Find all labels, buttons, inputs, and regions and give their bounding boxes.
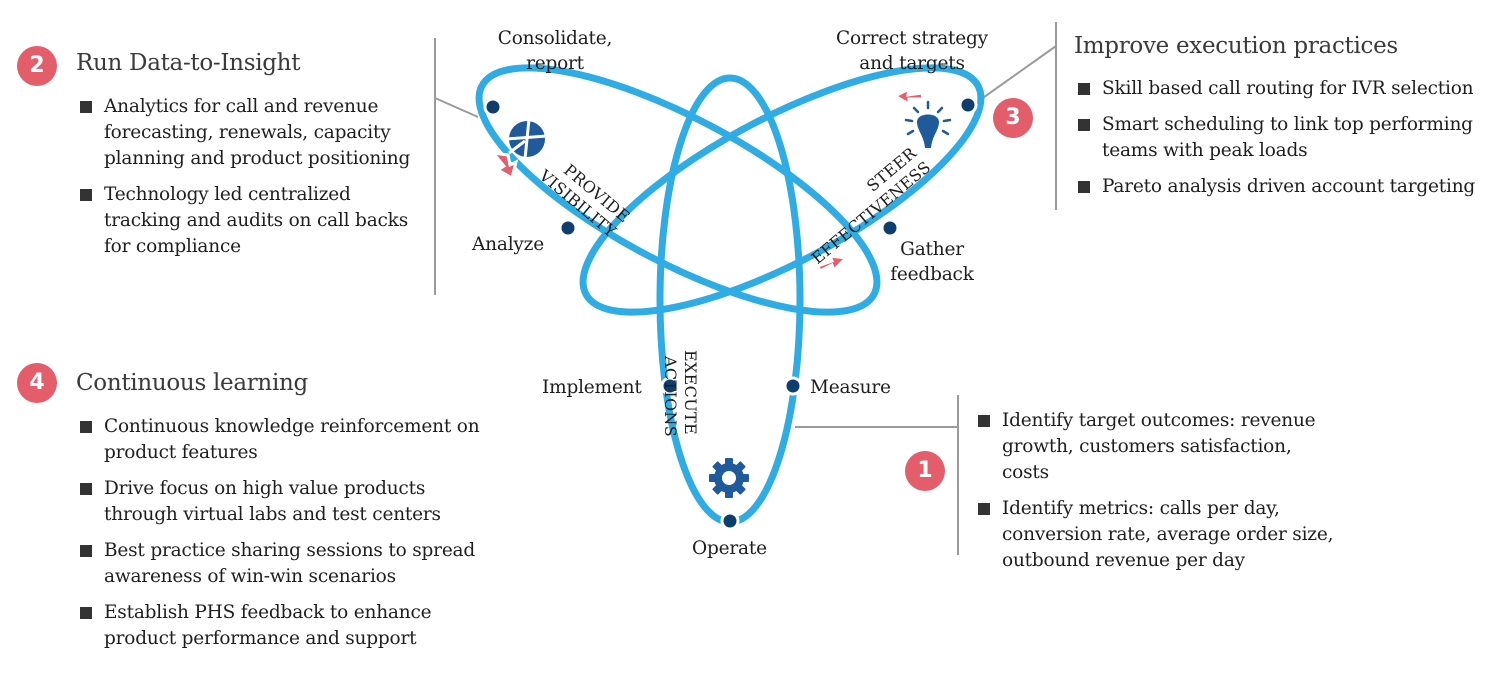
step-badge-2: 2: [17, 46, 57, 86]
bullet-square-icon: [978, 415, 990, 427]
node-label-measure: Measure: [810, 377, 891, 398]
node-measure: [783, 376, 803, 396]
bullet-list-run-data-to-insight: Analytics for call and revenue forecasti…: [80, 94, 425, 270]
bullet-item: Pareto analysis driven account targeting: [1078, 174, 1488, 200]
label-line: feedback: [890, 264, 974, 285]
bullet-item: Skill based call routing for IVR selecti…: [1078, 76, 1488, 102]
bullet-item: Analytics for call and revenue forecasti…: [80, 94, 425, 172]
node-correct-strategy: [958, 95, 978, 115]
label-line: report: [526, 53, 584, 74]
bullet-list-continuous-learning: Continuous knowledge reinforcement on pr…: [80, 414, 480, 662]
bullet-item: Drive focus on high value products throu…: [80, 476, 480, 528]
node-label-operate: Operate: [692, 538, 767, 559]
bullet-item: Establish PHS feedback to enhance produc…: [80, 600, 480, 652]
bullet-square-icon: [1078, 83, 1090, 95]
bullet-text: Analytics for call and revenue forecasti…: [104, 96, 411, 169]
loop-label-line1: EXECUTE: [681, 350, 700, 435]
loop-steer-effectiveness: [579, 64, 985, 316]
node-gather-feedback: [880, 218, 900, 238]
arrow-to-correct-strategy: [891, 86, 925, 107]
bullet-item: Identify target outcomes: revenue growth…: [978, 408, 1338, 486]
arrow-consolidate-to-analyze: [489, 150, 519, 181]
bullet-square-icon: [80, 421, 92, 433]
bullet-square-icon: [978, 503, 990, 515]
bullet-text: Drive focus on high value products throu…: [104, 478, 441, 525]
bullet-item: Identify metrics: calls per day, convers…: [978, 496, 1338, 574]
bullet-list-identify-targets: Identify target outcomes: revenue growth…: [978, 408, 1338, 584]
bullet-text: Skill based call routing for IVR selecti…: [1102, 78, 1474, 99]
loop-label-line2: ACTIONS: [661, 356, 680, 437]
gear-icon: [709, 458, 749, 498]
bullet-text: Continuous knowledge reinforcement on pr…: [104, 416, 480, 463]
label-line: Consolidate,: [497, 28, 613, 49]
section-title-run-data-to-insight: Run Data-to-Insight: [76, 50, 301, 76]
loop-provide-visibility: [475, 64, 881, 316]
bullet-text: Best practice sharing sessions to spread…: [104, 540, 476, 587]
leader-correct: [979, 45, 1057, 101]
node-label-gather-feedback: Gather feedback: [880, 237, 984, 287]
step-badge-4: 4: [17, 363, 57, 403]
bullet-item: Technology led centralized tracking and …: [80, 182, 425, 260]
bullet-item: Best practice sharing sessions to spread…: [80, 538, 480, 590]
arrow-to-gather-feedback: [816, 254, 850, 274]
lightbulb-icon: [904, 100, 952, 148]
bullet-square-icon: [1078, 181, 1090, 193]
bullet-text: Pareto analysis driven account targeting: [1102, 176, 1476, 197]
step-badge-1: 1: [905, 451, 945, 491]
node-label-correct-strategy: Correct strategy and targets: [832, 26, 992, 76]
label-line: Gather: [900, 239, 964, 260]
bullet-item: Continuous knowledge reinforcement on pr…: [80, 414, 480, 466]
node-implement: [660, 376, 680, 396]
label-line: Correct strategy: [836, 28, 988, 49]
bullet-text: Identify metrics: calls per day, convers…: [1002, 498, 1334, 571]
bullet-text: Technology led centralized tracking and …: [104, 184, 408, 257]
bullet-square-icon: [80, 101, 92, 113]
loop-label-execute-actions: EXECUTE ACTIONS: [660, 350, 700, 490]
pie-chart-icon: [506, 118, 548, 160]
bullet-item: Smart scheduling to link top performing …: [1078, 112, 1488, 164]
section-title-improve-execution: Improve execution practices: [1074, 33, 1398, 59]
bullet-text: Establish PHS feedback to enhance produc…: [104, 602, 432, 649]
node-label-consolidate: Consolidate, report: [490, 26, 620, 76]
bullet-square-icon: [1078, 119, 1090, 131]
node-label-analyze: Analyze: [472, 234, 544, 255]
bullet-square-icon: [80, 189, 92, 201]
bullet-text: Identify target outcomes: revenue growth…: [1002, 410, 1316, 483]
leader-consolidate: [434, 97, 479, 118]
bullet-square-icon: [80, 483, 92, 495]
node-label-implement: Implement: [542, 377, 642, 398]
bullet-square-icon: [80, 545, 92, 557]
section-title-continuous-learning: Continuous learning: [76, 370, 308, 396]
node-analyze: [558, 218, 578, 238]
bullet-text: Smart scheduling to link top performing …: [1102, 114, 1473, 161]
bullet-square-icon: [80, 607, 92, 619]
node-operate: [720, 511, 740, 531]
node-consolidate: [483, 97, 503, 117]
label-line: and targets: [859, 53, 965, 74]
step-badge-3: 3: [993, 98, 1033, 138]
bullet-list-improve-execution: Skill based call routing for IVR selecti…: [1078, 76, 1488, 210]
